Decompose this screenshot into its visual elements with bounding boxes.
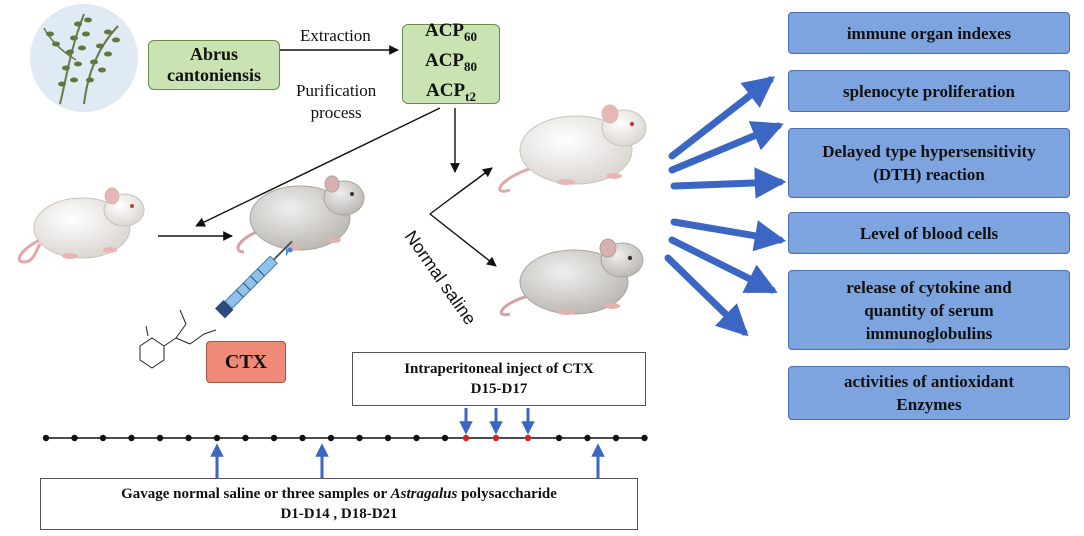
- ctx-structure-icon: [139, 309, 217, 369]
- abrus-cantoniensis-box: Abrus cantoniensis: [148, 40, 280, 90]
- acp-fraction-prefix: ACP: [424, 50, 465, 72]
- timeline-dot: [71, 434, 78, 442]
- abrus-line2: cantoniensis: [166, 65, 262, 85]
- to-mouse-arrow: [195, 107, 441, 227]
- timeline-dot-ctx: [492, 434, 500, 442]
- purification-line2: process: [310, 103, 362, 122]
- outcome-line1: immune organ indexes: [846, 23, 1012, 43]
- timeline: [42, 408, 648, 478]
- mouse-normal-icon: [17, 187, 145, 264]
- outcome-line1: splenocyte proliferation: [842, 81, 1016, 101]
- outcome-box: splenocyte proliferation: [788, 70, 1070, 112]
- timeline-dot: [441, 434, 449, 442]
- outcome-line2: Enzymes: [896, 395, 962, 414]
- timeline-dot: [128, 434, 135, 442]
- abrus-line1: Abrus: [189, 44, 238, 64]
- timeline-dot: [42, 434, 50, 442]
- timeline-dot: [584, 434, 591, 442]
- acp-fraction-subscript: t2: [465, 88, 476, 104]
- outcome-line1: release of cytokine and: [846, 277, 1012, 297]
- gavage-line1-a: Gavage normal saline or three samples or: [121, 486, 391, 502]
- gavage-line1-b: polysaccharide: [457, 486, 557, 502]
- timeline-dot: [413, 434, 420, 442]
- branch-down-arrow: [429, 213, 497, 267]
- timeline-dot: [99, 434, 107, 442]
- timeline-dot: [185, 434, 192, 442]
- outcome-line1: Delayed type hypersensitivity: [822, 142, 1036, 161]
- timeline-dot: [356, 434, 363, 442]
- timeline-dot: [641, 434, 648, 442]
- acp-fraction-prefix: ACP: [426, 79, 466, 101]
- branch-left: [429, 195, 455, 215]
- plant-illustration-icon: [30, 4, 138, 112]
- acp-fraction-item: ACP80: [425, 49, 477, 79]
- timeline-dot: [242, 434, 249, 442]
- outcome-box: immune organ indexes: [788, 12, 1070, 54]
- outcome-line1: Level of blood cells: [859, 223, 999, 243]
- timeline-dot: [555, 434, 563, 442]
- timeline-dot: [299, 434, 306, 442]
- gavage-line2: D1-D14 , D18-D21: [280, 506, 398, 522]
- syringe-icon: [215, 240, 293, 319]
- acp-fraction-prefix: ACP: [424, 20, 465, 42]
- timeline-dot: [156, 434, 164, 442]
- timeline-dot: [270, 434, 278, 442]
- outcome-box: release of cytokine and quantity of serum…: [788, 270, 1070, 350]
- timeline-dot-ctx: [524, 434, 532, 442]
- ctx-box: CTX: [206, 341, 286, 383]
- timeline-dot: [213, 434, 221, 442]
- injection-line2: D15-D17: [470, 381, 528, 397]
- gavage-box: Gavage normal saline or three samples or…: [40, 478, 638, 530]
- outcome-box: Delayed type hypersensitivity (DTH) react…: [788, 128, 1070, 198]
- acp-fraction-item: ACPt2: [425, 79, 477, 109]
- branch-up-arrow: [453, 167, 493, 197]
- normal-saline-label: Normal saline: [401, 227, 481, 329]
- outcome-line3: immunoglobulins: [865, 323, 993, 343]
- timeline-dot: [612, 434, 620, 442]
- timeline-dot-ctx: [462, 434, 470, 442]
- acp-fraction-subscript: 80: [464, 58, 478, 74]
- purification-line1: Purification: [296, 81, 377, 100]
- outcome-line2: quantity of serum: [864, 300, 994, 320]
- acp-fraction-subscript: 60: [464, 29, 478, 45]
- injection-box: Intraperitoneal inject of CTX D15-D17: [352, 352, 646, 406]
- mouse-control-icon: [499, 238, 644, 317]
- gavage-line1-italic: Astragalus: [390, 486, 458, 502]
- purification-label: Purification process: [296, 80, 376, 124]
- gavage-line1: Gavage normal saline or three samples or…: [121, 484, 557, 504]
- timeline-dot: [384, 434, 392, 442]
- injection-line1: Intraperitoneal inject of CTX: [404, 361, 594, 377]
- outcome-line1: activities of antioxidant: [844, 372, 1014, 391]
- extraction-label: Extraction: [300, 26, 371, 45]
- outcome-box: Level of blood cells: [788, 212, 1070, 254]
- acp-fraction-item: ACP60: [425, 19, 477, 49]
- outcome-line2: (DTH) reaction: [873, 165, 985, 184]
- outcome-arrows: [664, 76, 787, 337]
- mouse-treated-icon: [498, 104, 647, 193]
- mouse-immunosuppressed-icon: [236, 175, 365, 254]
- timeline-dot: [327, 434, 335, 442]
